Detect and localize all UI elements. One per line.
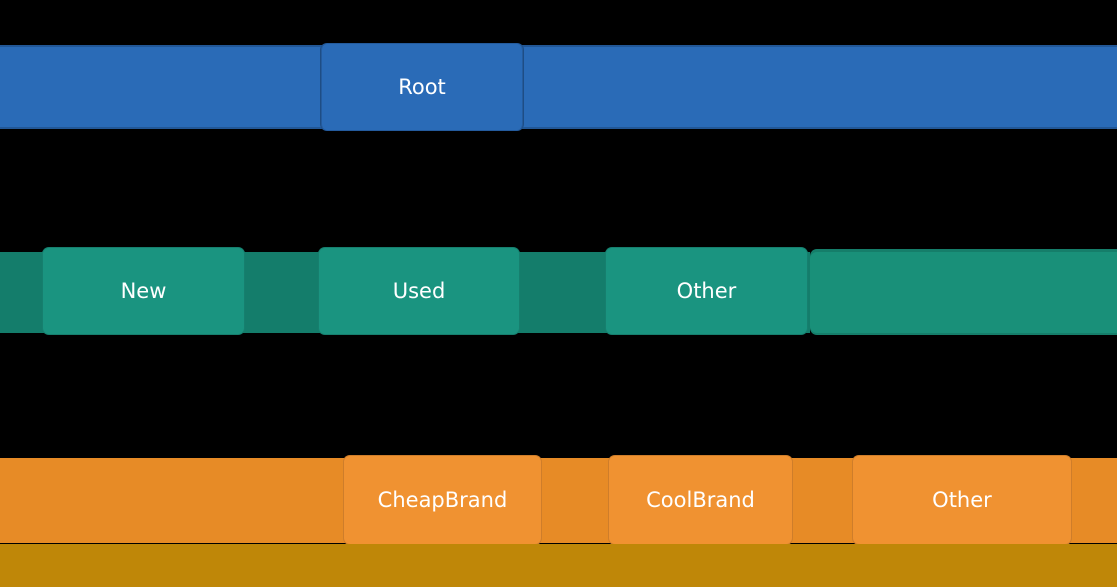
- level4-truncated-band: [0, 544, 1117, 587]
- level1-band: [0, 45, 1117, 129]
- node-new: New: [42, 247, 245, 335]
- node-other-mid: Other: [605, 247, 808, 335]
- node-unlabeled-block: [810, 249, 1117, 335]
- node-other-bottom: Other: [852, 455, 1072, 545]
- node-coolbrand: CoolBrand: [608, 455, 793, 545]
- node-root: Root: [320, 43, 524, 131]
- node-used: Used: [318, 247, 520, 335]
- node-cheapbrand: CheapBrand: [343, 455, 542, 545]
